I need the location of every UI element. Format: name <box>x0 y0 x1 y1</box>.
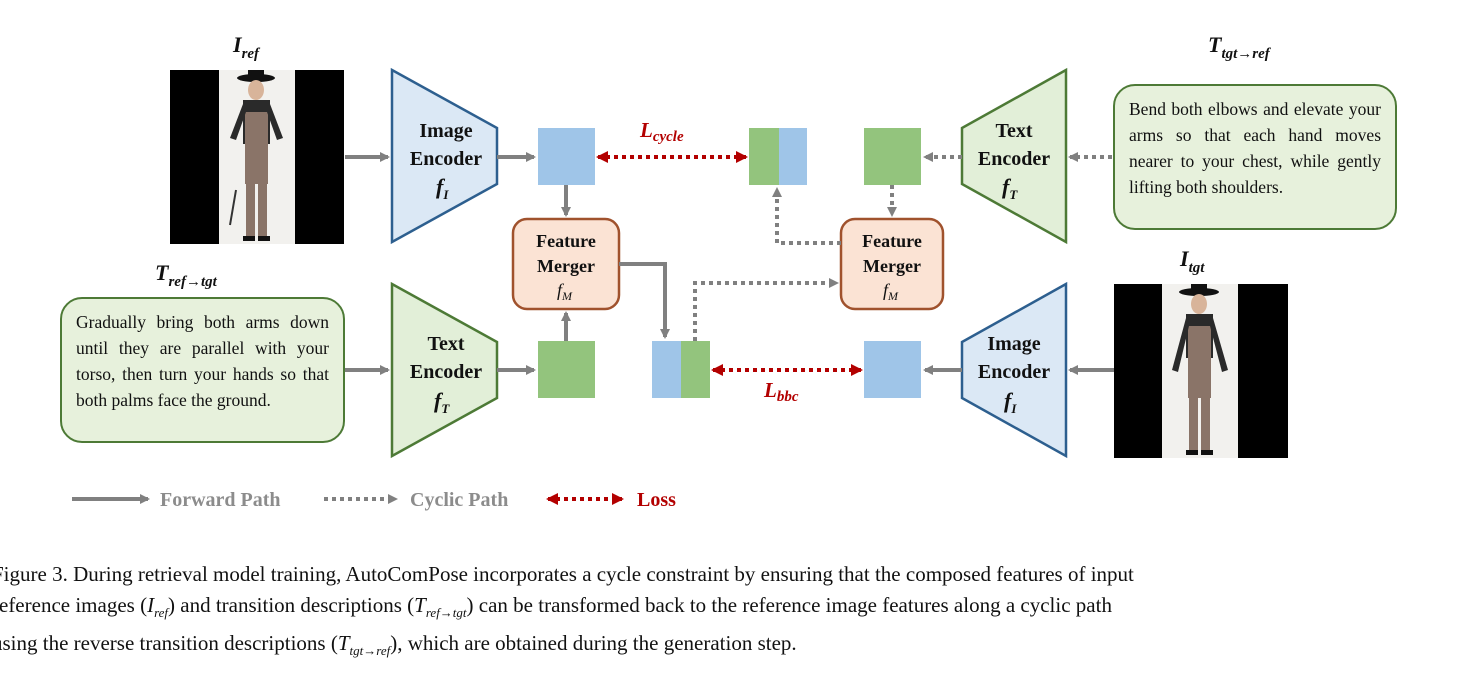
svg-text:Encoder: Encoder <box>410 148 482 170</box>
image-encoder-bottom-right: Image Encoder fI <box>960 281 1068 459</box>
caption-line-1: Figure 3. During retrieval model trainin… <box>0 562 1134 586</box>
svg-text:Image: Image <box>987 333 1040 355</box>
feature-merger-right: Feature Merger fM <box>839 217 945 311</box>
svg-text:fI: fI <box>1004 388 1017 416</box>
svg-text:Text: Text <box>427 333 464 355</box>
target-image <box>1114 284 1288 458</box>
svg-text:fI: fI <box>436 174 449 202</box>
text-encoder-top-right: Text Encoder fT <box>960 67 1068 245</box>
svg-text:fT: fT <box>1002 174 1018 202</box>
svg-text:Feature: Feature <box>862 231 922 251</box>
loss-cycle-label: Lcycle <box>639 118 684 145</box>
legend-cyclic-label: Cyclic Path <box>410 489 508 511</box>
forward-arrows <box>345 152 1114 375</box>
svg-text:fT: fT <box>434 388 450 416</box>
feature-ref-image <box>538 128 595 185</box>
svg-text:Encoder: Encoder <box>978 148 1050 170</box>
cyclic-arrows <box>693 152 1112 341</box>
text-encoder-bottom: Text Encoder fT <box>390 281 499 459</box>
label-t-tgt-ref: Ttgt→ref <box>1208 32 1272 62</box>
person-figure-ref <box>229 70 283 241</box>
label-t-ref-tgt: Tref→tgt <box>155 260 218 290</box>
feature-composed-forward <box>652 341 710 398</box>
arrow-merger-to-composed <box>619 262 670 339</box>
person-figure-tgt <box>1172 284 1228 455</box>
svg-text:Feature: Feature <box>536 231 596 251</box>
feature-tgt-text <box>864 128 921 185</box>
caption-line-2: reference images (Iref) and transition d… <box>0 593 1112 621</box>
svg-text:Encoder: Encoder <box>410 361 482 383</box>
legend-forward-label: Forward Path <box>160 489 281 511</box>
legend: Forward Path Cyclic Path Loss <box>72 489 676 511</box>
feature-tgt-image <box>864 341 921 398</box>
arrow-merger-right-to-cyclic <box>772 187 841 245</box>
image-encoder-top: Image Encoder fI <box>390 67 499 245</box>
svg-text:Image: Image <box>419 120 472 142</box>
arrow-composed-to-merger-right <box>693 278 839 341</box>
label-i-ref: Iref <box>232 32 261 62</box>
label-i-tgt: Itgt <box>1179 246 1205 276</box>
figure-caption: Figure 3. During retrieval model trainin… <box>0 559 1457 666</box>
feature-merger-left: Feature Merger fM <box>511 217 621 311</box>
feature-composed-cyclic <box>749 128 807 185</box>
svg-text:Encoder: Encoder <box>978 361 1050 383</box>
svg-text:Merger: Merger <box>863 256 921 276</box>
svg-text:fM: fM <box>557 280 573 303</box>
caption-line-3: using the reverse transition description… <box>0 631 797 659</box>
feature-ref-text <box>538 341 595 398</box>
text-box-ref-to-tgt: Gradually bring both arms down until the… <box>60 297 345 443</box>
text-box-tgt-to-ref: Bend both elbows and elevate your arms s… <box>1113 84 1397 230</box>
reference-image <box>170 70 344 244</box>
loss-arrows <box>596 151 863 376</box>
svg-text:Merger: Merger <box>537 256 595 276</box>
svg-text:fM: fM <box>883 280 899 303</box>
legend-loss-label: Loss <box>637 489 676 511</box>
svg-text:Text: Text <box>995 120 1032 142</box>
loss-bbc-label: Lbbc <box>763 378 799 405</box>
